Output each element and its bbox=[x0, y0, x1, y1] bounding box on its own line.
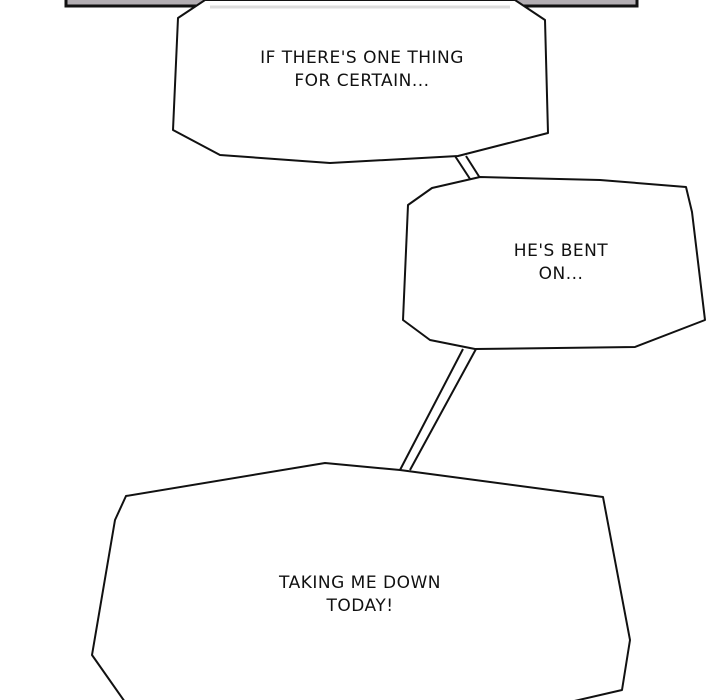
speech-bubble-3: TAKING ME DOWN TODAY! bbox=[91, 462, 631, 700]
bubble-1-line-1: IF THERE'S ONE THING bbox=[260, 48, 464, 68]
bubble-tail-2 bbox=[400, 347, 476, 472]
bubble-1-line-2: FOR CERTAIN... bbox=[294, 71, 429, 91]
bubble-2-line-1: HE'S BENT bbox=[514, 241, 609, 261]
speech-bubble-1: IF THERE'S ONE THING FOR CERTAIN... bbox=[172, 0, 549, 164]
bubble-2-line-2: ON... bbox=[539, 264, 584, 284]
bubble-3-line-1: TAKING ME DOWN bbox=[278, 573, 441, 593]
speech-bubble-2: HE'S BENT ON... bbox=[402, 176, 706, 350]
bubble-tail-1 bbox=[455, 154, 482, 182]
bubble-3-line-2: TODAY! bbox=[325, 596, 393, 616]
